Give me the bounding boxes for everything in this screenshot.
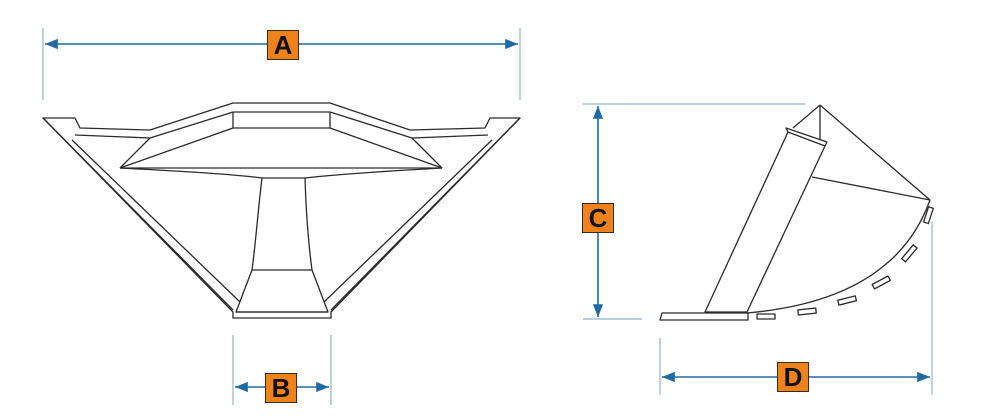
label-d: D [777,362,809,392]
extension-lines [42,28,933,405]
bucket-front-view [42,102,521,319]
bucket-teeth [756,206,934,320]
label-b: B [265,373,297,403]
bucket-side-view [659,104,934,321]
label-c: C [582,203,614,233]
label-a: A [267,30,299,60]
